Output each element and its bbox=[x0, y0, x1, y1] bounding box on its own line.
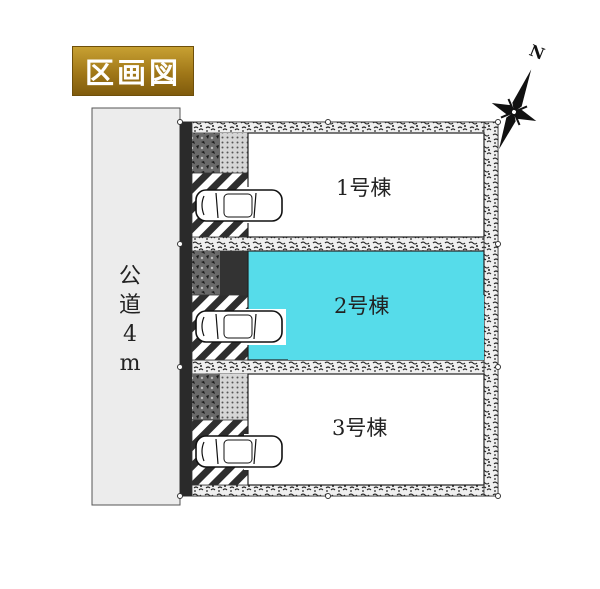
lot1-garden bbox=[192, 133, 220, 173]
boundary-markers bbox=[177, 119, 501, 499]
lot2-path bbox=[220, 251, 248, 295]
road-label-char-1: 公 bbox=[118, 264, 141, 289]
lot3-building bbox=[247, 373, 485, 486]
lot2-bump-out bbox=[288, 295, 484, 360]
lot3-car-icon bbox=[195, 435, 283, 468]
south-boundary bbox=[191, 484, 499, 497]
lot3-path bbox=[220, 374, 248, 420]
public-road bbox=[91, 107, 181, 506]
title-badge: 区画図 bbox=[72, 46, 194, 96]
title-text: 区画図 bbox=[84, 56, 181, 90]
road-label-char-4: m bbox=[119, 351, 141, 376]
north-label: N bbox=[527, 41, 548, 64]
north-boundary bbox=[191, 121, 499, 134]
lot1-car-icon bbox=[195, 189, 283, 222]
north-compass-icon bbox=[491, 69, 537, 150]
lot2-label: 2号棟 bbox=[334, 294, 390, 318]
lot3-garden bbox=[192, 374, 220, 420]
road-label-char-3: 4 bbox=[123, 322, 137, 347]
lot2-car-icon bbox=[195, 310, 283, 343]
road-label: 公 道 4 m bbox=[112, 262, 148, 378]
lot1-label: 1号棟 bbox=[336, 176, 392, 200]
lot3-label: 3号棟 bbox=[332, 416, 388, 440]
lot2-garden bbox=[192, 251, 220, 295]
road-label-char-2: 道 bbox=[118, 293, 141, 318]
east-boundary bbox=[483, 121, 499, 497]
lot1-path bbox=[220, 133, 248, 173]
lot1-building bbox=[247, 132, 485, 238]
divider-1-2 bbox=[191, 236, 485, 252]
west-wall bbox=[180, 122, 192, 496]
divider-2-3 bbox=[191, 359, 485, 375]
